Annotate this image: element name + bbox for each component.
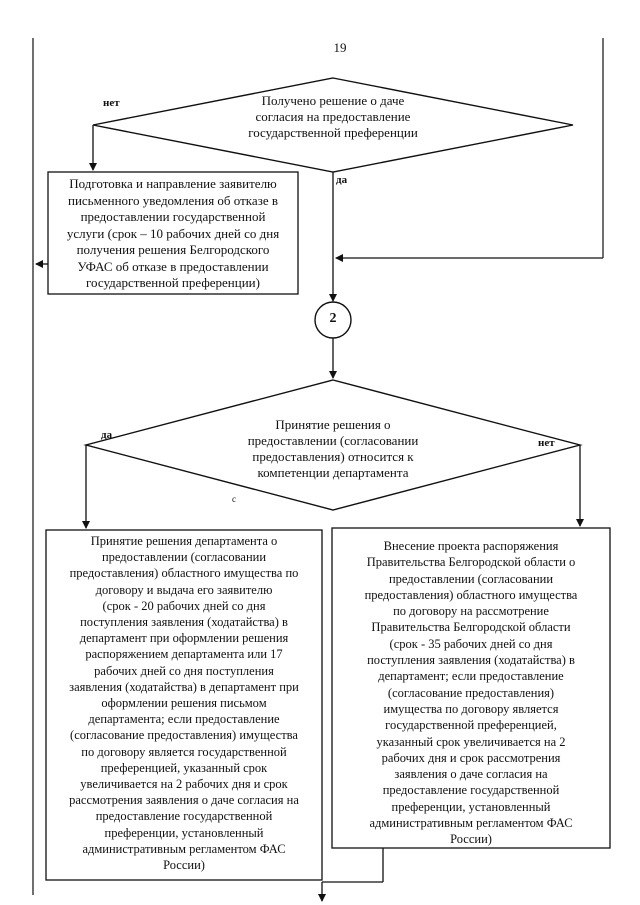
department-box-frame (45, 529, 323, 881)
refusal-box-text: Подготовка и направление заявителю письм… (66, 176, 280, 290)
decision1-yes-label: да (336, 174, 348, 186)
government-box-frame (331, 527, 611, 849)
connector-label: 2 (329, 311, 337, 326)
refusal-box-frame (47, 171, 299, 295)
decision2-no-label: нет (538, 437, 555, 449)
stray-mark: с (232, 494, 236, 504)
decision-diamond-2 (83, 379, 583, 511)
decision1-no-label: нет (103, 97, 120, 109)
department-box-text: Принятие решения департамента о предоста… (69, 534, 299, 873)
government-box-text: Внесение проекта распоряжения Правительс… (364, 539, 578, 847)
page-number: 19 (333, 40, 347, 55)
decision2-yes-label: да (101, 429, 113, 441)
decision1-text: Получено решение о даче согласия на пред… (248, 93, 418, 140)
decision2-text: Принятие решения о предоставлении (согла… (247, 417, 419, 480)
